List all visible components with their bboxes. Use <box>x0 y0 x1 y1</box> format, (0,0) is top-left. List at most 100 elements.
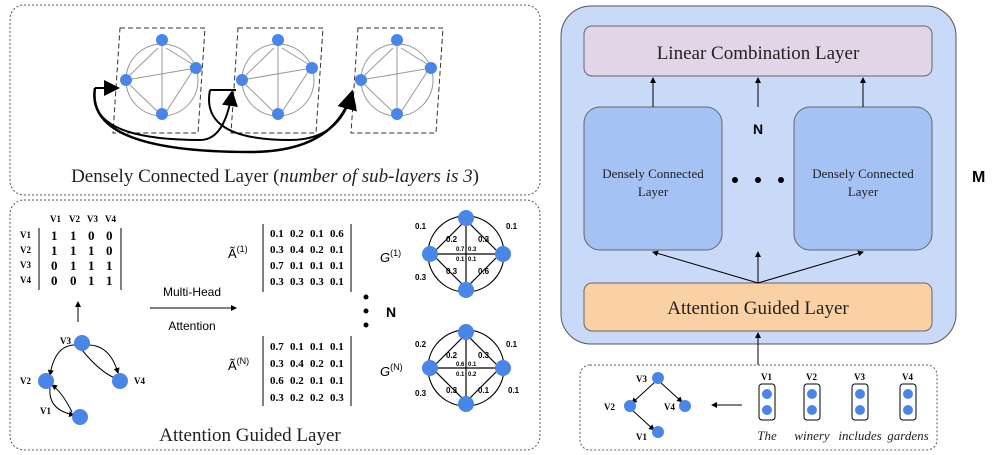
ellipsis-dot <box>363 308 369 314</box>
matrix-label: Ã(N) <box>228 356 249 373</box>
adjacency-matrix: V1 V2 V3 V4 V1 V2 V3 V4 1 1 0 0 1 1 1 0 … <box>20 214 122 290</box>
graph-node <box>458 210 474 226</box>
matrix-cell: 0.7 <box>270 341 284 353</box>
graph-node <box>156 34 168 46</box>
matrix-cell: 0.3 <box>270 392 284 404</box>
matrix-cell: 0 <box>106 243 113 258</box>
matrix-cell: 0.2 <box>310 358 324 370</box>
edge-weight: 0.1 <box>456 257 465 263</box>
attention-graph-n: G(N) 0.2 0.1 0.2 0.3 0.6 0.1 0.1 0.2 0.3… <box>380 324 520 412</box>
node-label: V3 <box>60 336 71 346</box>
graph-node <box>156 108 168 120</box>
word: The <box>757 428 777 443</box>
matrix-cell: 0.1 <box>310 228 324 240</box>
edge-weight: 0.7 <box>456 247 465 253</box>
row-header: V3 <box>20 260 31 270</box>
graph-node-v3 <box>652 372 664 384</box>
graph-node <box>458 282 474 298</box>
graph-label: G(1) <box>380 248 401 265</box>
matrix-cell: 0.1 <box>330 276 344 288</box>
matrix-cell: 0 <box>51 273 58 288</box>
matrix-cell: 0 <box>88 228 95 243</box>
matrix-cell: 0.3 <box>270 276 284 288</box>
graph-node <box>458 396 474 412</box>
graph-node <box>190 62 202 74</box>
edge-weight: 0.3 <box>478 235 490 244</box>
token-label: V1 <box>761 372 772 382</box>
n-label: N <box>753 121 763 137</box>
edge-weight: 0.6 <box>478 267 490 276</box>
node-label: V1 <box>40 406 51 416</box>
matrix-cell: 0.7 <box>270 260 284 272</box>
matrix-cell: 1 <box>106 273 113 288</box>
attention-matrix-n: Ã(N) 0.7 0.1 0.1 0.1 0.3 0.4 0.2 0.1 0.6… <box>228 336 352 406</box>
graph-node <box>272 34 284 46</box>
edge-weight: 0.1 <box>506 222 518 231</box>
matrix-cell: 1 <box>51 243 58 258</box>
dense-connections <box>93 80 357 154</box>
graph-node <box>422 360 438 376</box>
matrix-cell: 0.3 <box>270 358 284 370</box>
word: gardens <box>887 428 928 443</box>
attention-guided-panel <box>9 199 541 451</box>
node-label: V1 <box>636 432 647 442</box>
attention-guided-caption: Attention Guided Layer <box>159 425 341 446</box>
matrix-cell: 0.6 <box>330 228 344 240</box>
n-label: N <box>386 304 396 320</box>
densely-connected-caption: Densely Connected Layer (number of sub-l… <box>71 166 479 187</box>
graph-node-v1 <box>652 426 664 438</box>
graph-node <box>272 108 284 120</box>
edge-weight: 0.3 <box>415 389 427 398</box>
matrix-cell: 0.3 <box>270 244 284 256</box>
matrix-cell: 0 <box>70 273 77 288</box>
dense-right-label-1: Densely Connected <box>812 166 914 181</box>
ellipsis-dot <box>778 177 784 183</box>
edge-weight: 0.1 <box>506 340 518 349</box>
graph-node-v2 <box>38 373 54 389</box>
graph-node <box>495 360 511 376</box>
dense-right-label-2: Layer <box>848 184 879 199</box>
matrix-cell: 0.3 <box>290 276 304 288</box>
col-header: V2 <box>69 214 80 224</box>
graph-node <box>391 108 403 120</box>
node-label: V3 <box>636 374 647 384</box>
col-header: V4 <box>105 214 116 224</box>
matrix-cell: 0.2 <box>290 228 304 240</box>
token-1: V1 <box>758 372 776 421</box>
edge-weight: 0.6 <box>456 362 465 368</box>
edge-weight: 0.3 <box>415 273 427 282</box>
matrix-cell: 1 <box>106 258 113 273</box>
graph-node <box>120 74 132 86</box>
matrix-cell: 0.1 <box>330 375 344 387</box>
col-header: V1 <box>50 214 61 224</box>
matrix-cell: 0.2 <box>290 375 304 387</box>
matrix-cell: 0.4 <box>290 358 304 370</box>
sub-layer-2 <box>230 27 324 134</box>
graph-node-v2 <box>624 400 636 412</box>
matrix-cell: 0.2 <box>310 244 324 256</box>
matrix-cell: 0.1 <box>330 244 344 256</box>
node-label: V4 <box>134 376 145 386</box>
token-4: V4 <box>899 372 917 421</box>
edge-weight: 0.2 <box>468 372 477 378</box>
graph-node-v4 <box>112 373 128 389</box>
token-label: V2 <box>806 372 817 382</box>
node-label: V2 <box>20 376 31 386</box>
matrix-cell: 0.1 <box>310 260 324 272</box>
row-header: V2 <box>20 245 31 255</box>
matrix-cell: 1 <box>88 243 95 258</box>
edge-weight: 0.1 <box>468 257 477 263</box>
graph-node <box>236 74 248 86</box>
matrix-cell: 0.6 <box>270 375 284 387</box>
edge-weight: 0.2 <box>415 340 427 349</box>
matrix-cell: 0.1 <box>310 375 324 387</box>
ellipsis-dot <box>363 294 369 300</box>
attention-layer-label: Attention Guided Layer <box>667 298 849 319</box>
edge-weight: 0.1 <box>478 386 490 395</box>
matrix-cell: 1 <box>70 243 77 258</box>
matrix-cell: 1 <box>88 273 95 288</box>
sub-layer-3 <box>350 27 444 134</box>
linear-layer-label: Linear Combination Layer <box>657 43 860 64</box>
graph-node-v3 <box>74 335 90 351</box>
edge-weight: 0.3 <box>446 267 458 276</box>
